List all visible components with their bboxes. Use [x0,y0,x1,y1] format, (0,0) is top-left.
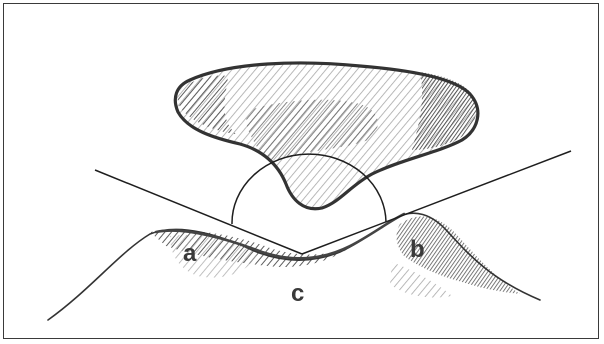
label-a: a [183,242,196,266]
upper-cusp [175,63,478,209]
label-b: b [410,238,425,262]
label-c: c [291,282,304,306]
